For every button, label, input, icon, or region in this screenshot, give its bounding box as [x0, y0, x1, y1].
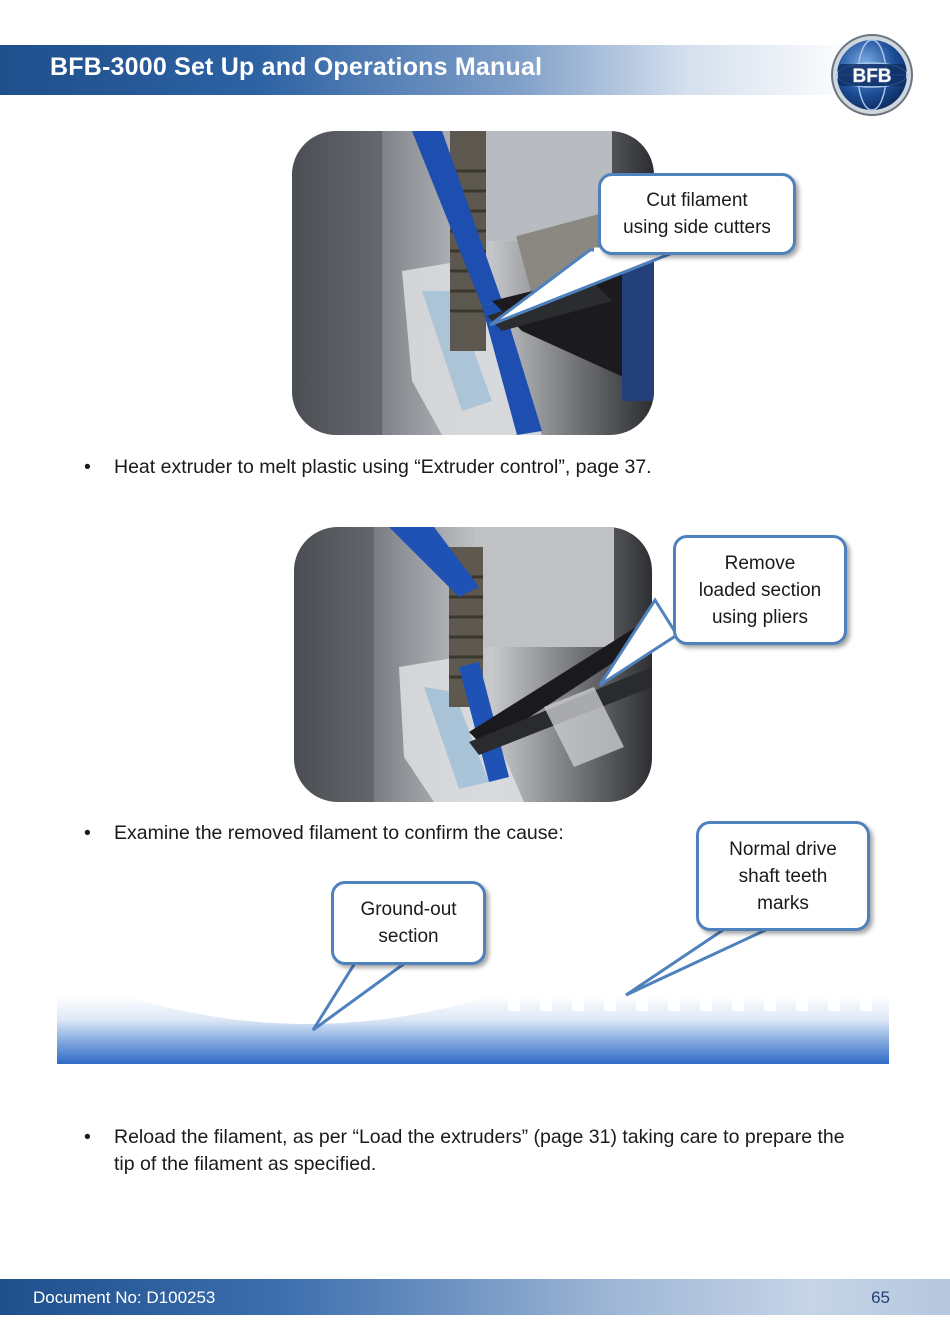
callout-line: loaded section	[698, 579, 822, 601]
footer-bar	[0, 1279, 950, 1315]
bullet-text: Heat extruder to melt plastic using “Ext…	[114, 456, 652, 478]
bfb-logo: BFB	[831, 34, 913, 116]
callout-tail	[311, 960, 410, 1032]
page-title: BFB-3000 Set Up and Operations Manual	[50, 53, 543, 81]
callout-line: shaft teeth	[738, 865, 828, 887]
bullet-examine-filament: • Examine the removed filament to confir…	[84, 820, 644, 850]
callout-remove-section: Remove loaded section using pliers	[673, 535, 847, 645]
callout-line: Normal drive	[729, 838, 837, 860]
header-bar	[0, 45, 860, 95]
bullet-dot: •	[84, 822, 91, 844]
callout-normal-marks: Normal drive shaft teeth marks	[696, 821, 870, 931]
bullet-heat-extruder: • Heat extruder to melt plastic using “E…	[84, 454, 884, 484]
callout-tail	[598, 597, 680, 687]
photo-remove-section	[294, 527, 652, 802]
bullet-text: Reload the filament, as per “Load the ex…	[114, 1126, 845, 1148]
callout-tail	[625, 925, 771, 997]
document-number: Document No: D100253	[33, 1288, 216, 1307]
callout-line: using pliers	[711, 606, 809, 628]
callout-cut-filament: Cut filament using side cutters	[598, 173, 796, 255]
callout-tail	[489, 247, 681, 327]
bullet-dot: •	[84, 1126, 91, 1148]
callout-line: marks	[757, 892, 809, 914]
filament-diagram	[57, 994, 889, 1064]
callout-line: section	[378, 926, 439, 947]
bullet-text: tip of the filament as specified.	[114, 1153, 377, 1175]
callout-line: Cut filament	[646, 190, 748, 211]
bullet-text: Examine the removed filament to confirm …	[114, 822, 564, 844]
callout-line: using side cutters	[623, 217, 771, 238]
page-number: 65	[871, 1288, 890, 1307]
callout-line: Ground-out	[360, 899, 457, 920]
bullet-reload-filament: • Reload the filament, as per “Load the …	[84, 1124, 904, 1180]
callout-ground-out: Ground-out section	[331, 881, 486, 965]
bullet-dot: •	[84, 456, 91, 478]
callout-line: Remove	[724, 552, 796, 574]
svg-text:BFB: BFB	[852, 66, 891, 87]
